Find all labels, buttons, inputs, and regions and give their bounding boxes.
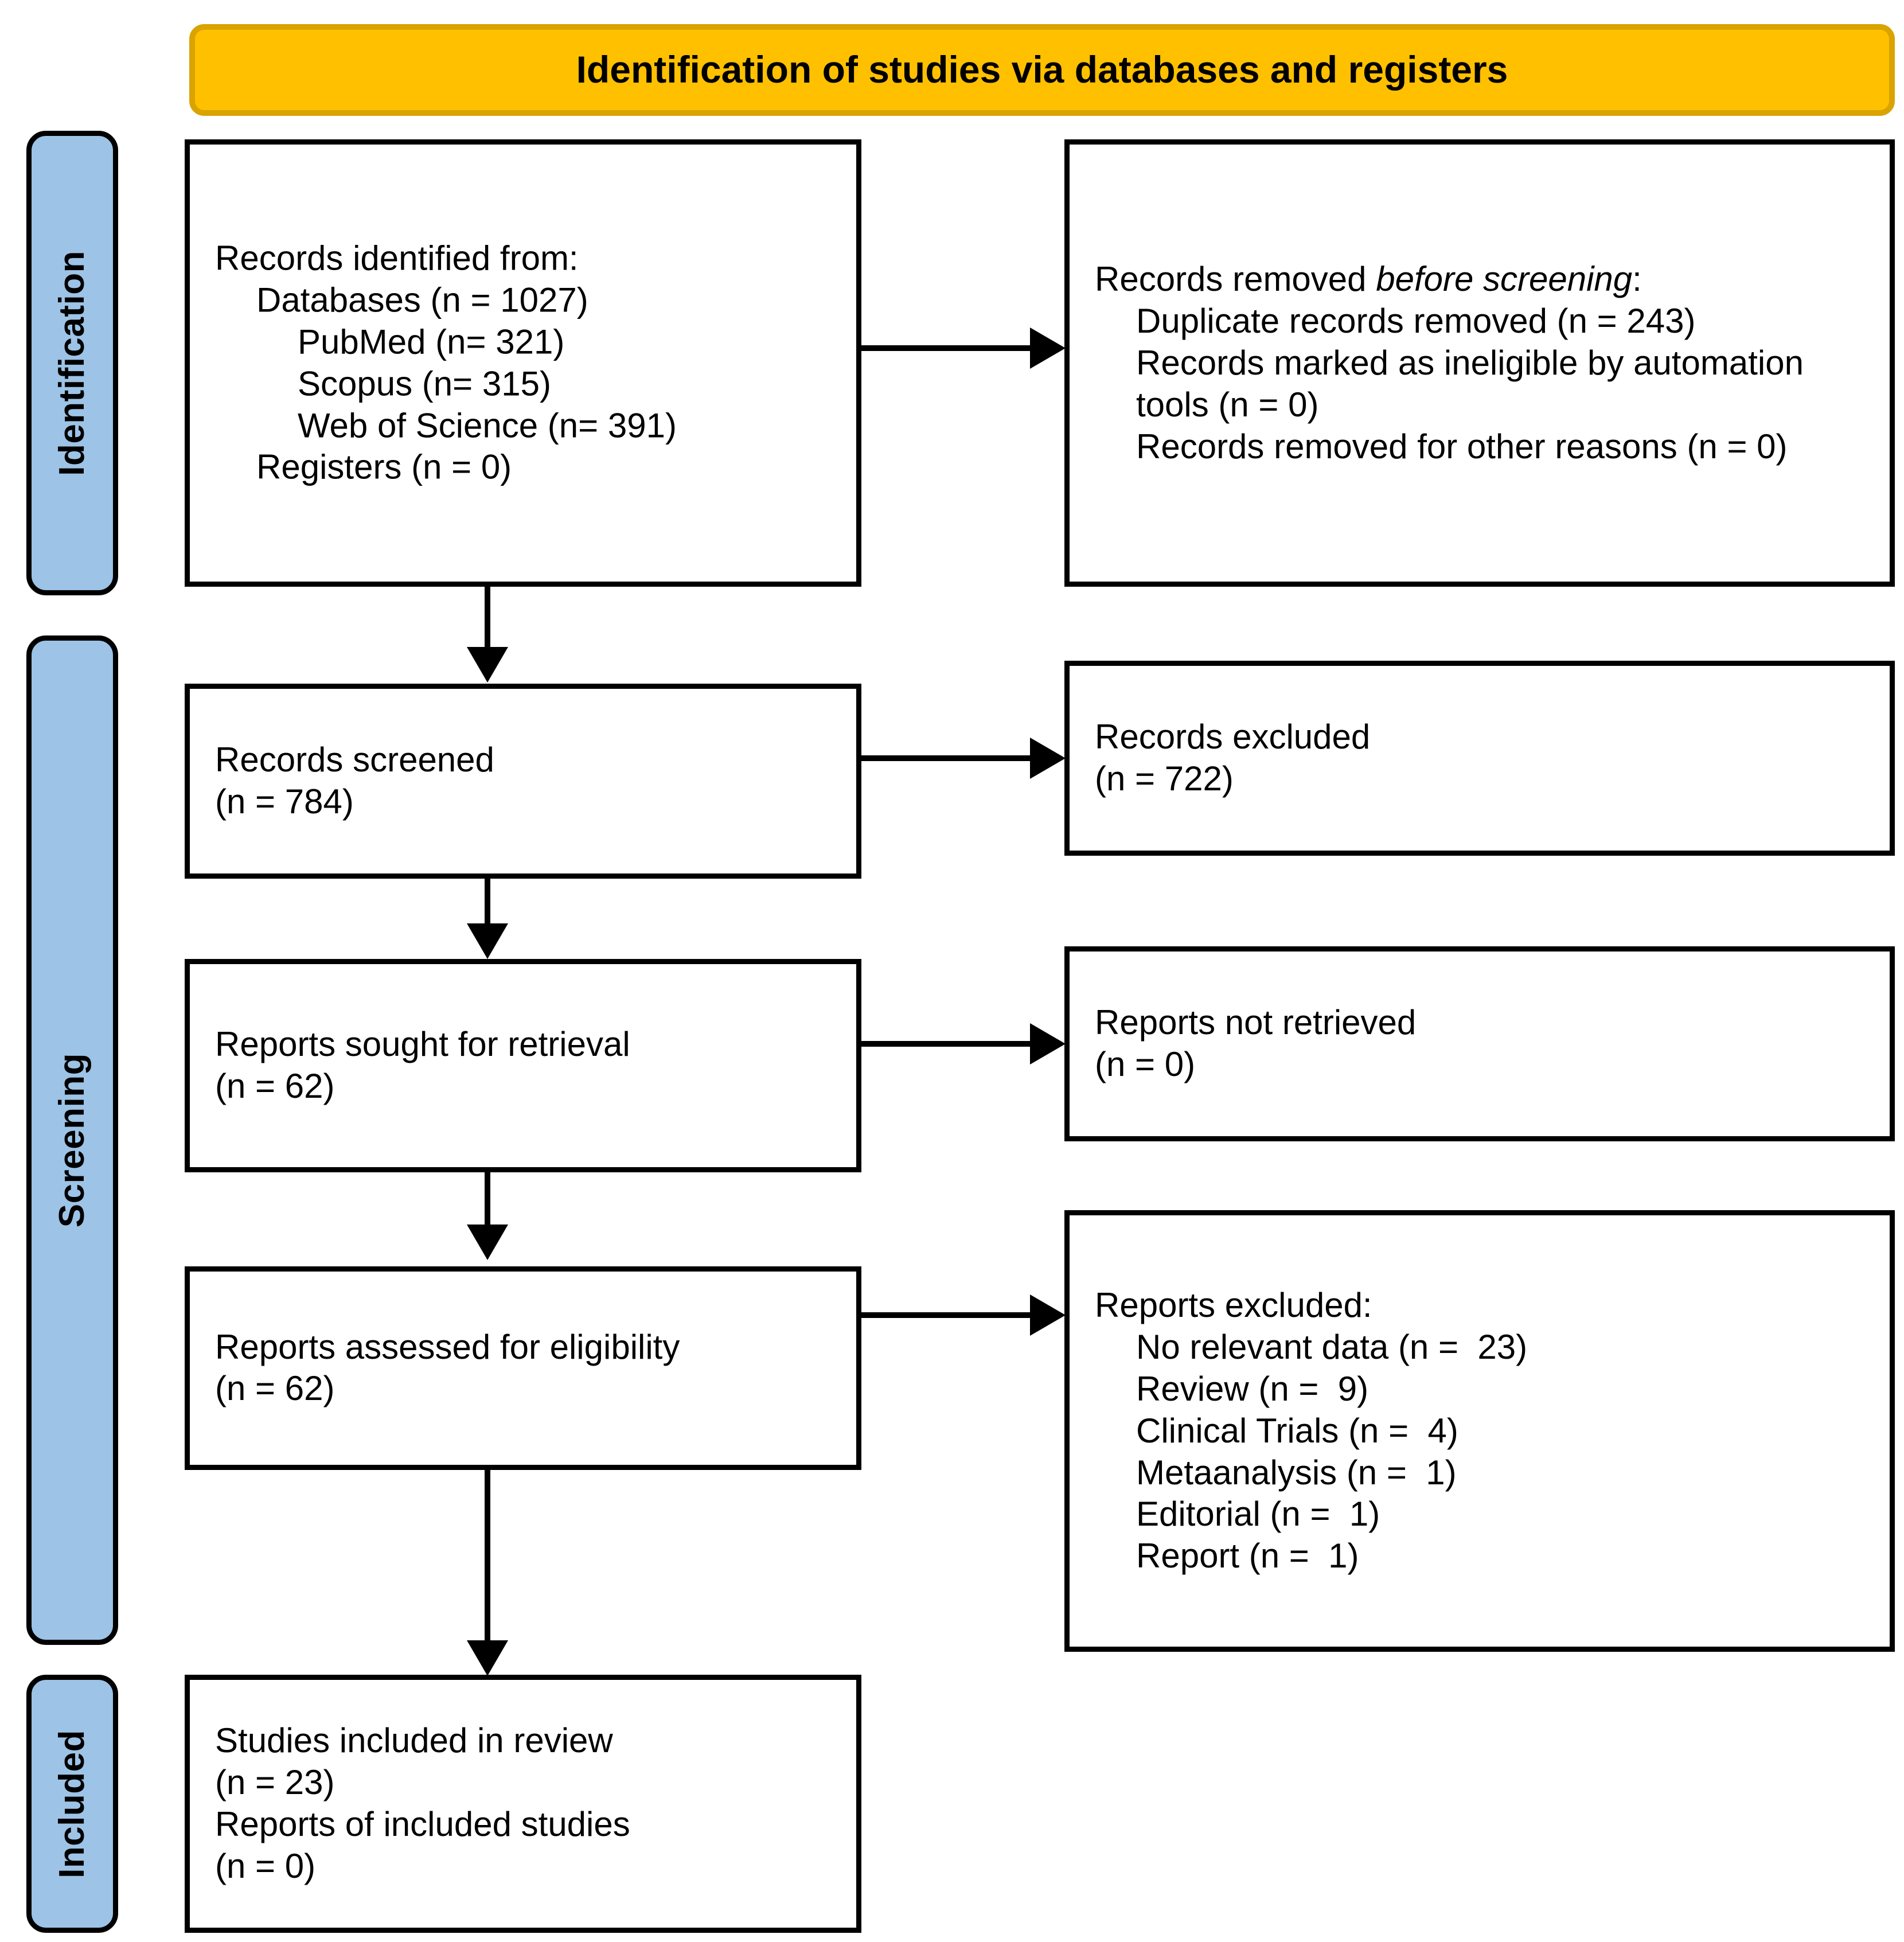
box-records-screened: Records screened (n = 784) [185,684,861,879]
arrowhead-identified-to-removed [1030,327,1066,369]
connector-sought-to-assessed [485,1172,490,1244]
records-removed-line-1: Records marked as ineligible by automati… [1136,343,1804,424]
reports-excluded-line-5: Report (n = 1) [1136,1537,1359,1576]
connector-screened-to-sought [485,879,490,942]
records-screened-line-0: Records screened [215,740,494,779]
reports-excluded-line-1: Review (n = 9) [1136,1369,1369,1408]
records-removed-heading-suffix: : [1632,259,1642,298]
stage-label-screening: Screening [52,1052,92,1228]
records-identified-line-3: Scopus (n= 315) [298,364,551,403]
box-reports-excluded: Reports excluded: No relevant data (n = … [1064,1210,1895,1652]
records-removed-line-2: Records removed for other reasons (n = 0… [1136,427,1788,466]
records-screened-line-1: (n = 784) [215,782,354,821]
arrowhead-screened-to-sought [467,923,508,959]
records-removed-heading-italic: before screening [1376,259,1633,298]
reports-excluded-line-4: Editorial (n = 1) [1136,1495,1380,1534]
stage-pill-identification: Identification [26,131,118,595]
studies-included-line-3: (n = 0) [215,1846,316,1885]
reports-not-retrieved-line-0: Reports not retrieved [1095,1003,1417,1042]
stage-label-included: Included [52,1729,92,1878]
records-removed-heading: Records removed before screening: [1095,259,1877,301]
reports-assessed-line-0: Reports assessed for eligibility [215,1327,680,1366]
studies-included-line-2: Reports of included studies [215,1805,630,1843]
reports-excluded-line-3: Metaanalysis (n = 1) [1136,1453,1457,1492]
records-identified-line-4: Web of Science (n= 391) [298,405,677,444]
reports-sought-line-1: (n = 62) [215,1067,335,1105]
box-reports-sought: Reports sought for retrieval (n = 62) [185,959,861,1172]
reports-assessed-line-1: (n = 62) [215,1369,335,1408]
reports-excluded-heading: Reports excluded: [1095,1285,1372,1324]
reports-excluded-line-2: Clinical Trials (n = 4) [1136,1411,1458,1450]
reports-excluded-line-0: No relevant data (n = 23) [1136,1327,1528,1366]
records-identified-line-1: Databases (n = 1027) [256,280,588,319]
box-records-excluded: Records excluded (n = 722) [1064,661,1895,856]
stage-label-identification: Identification [52,250,92,476]
records-identified-line-5: Registers (n = 0) [256,447,512,486]
records-identified-line-2: PubMed (n= 321) [298,322,565,361]
arrowhead-sought-to-assessed [467,1225,508,1260]
studies-included-line-1: (n = 23) [215,1763,335,1802]
reports-not-retrieved-line-1: (n = 0) [1095,1045,1196,1083]
connector-identified-to-screened [485,587,490,650]
studies-included-line-0: Studies included in review [215,1721,613,1760]
box-records-identified: Records identified from: Databases (n = … [185,139,861,587]
connector-identified-to-removed [861,345,1033,351]
arrowhead-identified-to-screened [467,647,508,683]
stage-pill-included: Included [26,1675,118,1933]
connector-assessed-to-excluded [861,1312,1033,1318]
reports-sought-line-0: Reports sought for retrieval [215,1025,630,1064]
arrowhead-sought-to-not-retrieved [1030,1023,1066,1064]
arrowhead-screened-to-excluded [1030,738,1066,779]
box-studies-included: Studies included in review (n = 23) Repo… [185,1675,861,1933]
diagram-header-banner: Identification of studies via databases … [189,24,1895,116]
box-reports-not-retrieved: Reports not retrieved (n = 0) [1064,946,1895,1141]
records-removed-heading-prefix: Records removed [1095,259,1376,298]
records-removed-line-0: Duplicate records removed (n = 243) [1136,301,1696,340]
arrowhead-assessed-to-excluded [1030,1294,1066,1336]
records-excluded-line-0: Records excluded [1095,717,1371,756]
arrowhead-assessed-to-included [467,1640,508,1676]
connector-sought-to-not-retrieved [861,1041,1033,1047]
connector-screened-to-excluded [861,755,1033,761]
box-reports-assessed: Reports assessed for eligibility (n = 62… [185,1266,861,1470]
connector-assessed-to-included [485,1470,490,1651]
records-excluded-line-1: (n = 722) [1095,759,1234,798]
records-identified-line-0: Records identified from: [215,239,579,278]
box-records-removed-before-screening: Records removed before screening: Duplic… [1064,139,1895,587]
page-title: Identification of studies via databases … [576,48,1508,91]
stage-pill-screening: Screening [26,635,118,1645]
